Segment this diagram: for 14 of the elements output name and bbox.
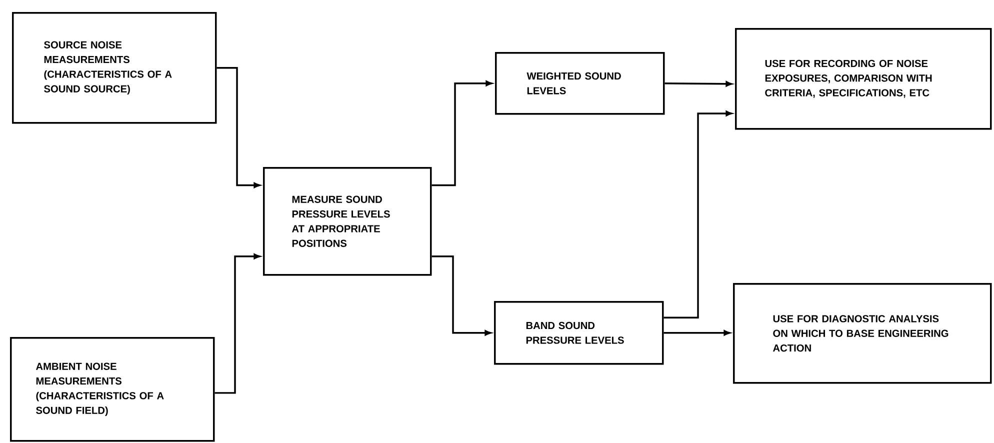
process-box: WEIGHTED SOUND LEVELS [495, 52, 665, 115]
process-box: BAND SOUND PRESSURE LEVELS [494, 301, 664, 365]
process-box: SOURCE NOISE MEASUREMENTS (CHARACTERISTICS OF A SOUND SOURCE) [12, 12, 217, 124]
arrow [214, 254, 260, 394]
arrow [664, 110, 732, 318]
process-box: MEASURE SOUND PRESSURE LEVELS AT APPROPRIATE POSITIONS [263, 167, 432, 276]
arrow [664, 81, 732, 87]
process-box: USE FOR DIAGNOSTIC ANALYSIS ON WHICH TO BASE ENGINEERING ACTION [733, 283, 992, 384]
arrow [664, 330, 730, 336]
process-box: AMBIENT NOISE MEASUREMENTS (CHARACTERISTICS OF A SOUND FIELD) [10, 337, 215, 442]
arrow [432, 80, 492, 186]
arrow [432, 256, 492, 336]
process-box: USE FOR RECORDING OF NOISE EXPOSURES, COMPARISON WITH CRITERIA, SPECIFICATIONS, ETC [735, 28, 992, 130]
arrow [216, 67, 260, 188]
